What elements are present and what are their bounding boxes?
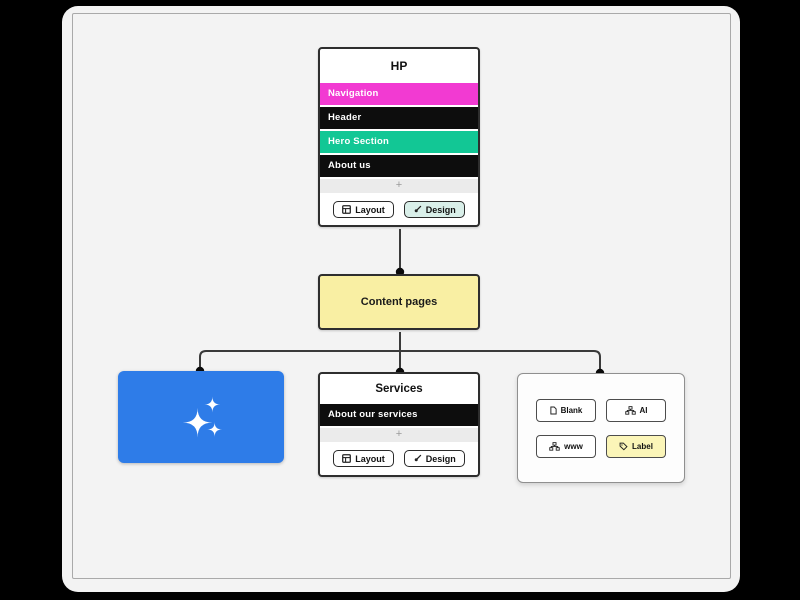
- section-row-about-our-services[interactable]: About our services: [320, 404, 478, 426]
- layout-button-label: Layout: [355, 453, 385, 464]
- section-row-hero-section[interactable]: Hero Section: [320, 131, 478, 153]
- design-button-label: Design: [425, 453, 456, 464]
- layout-button[interactable]: Layout: [333, 450, 394, 467]
- page-node-services[interactable]: Services About our services + Layout Des…: [318, 372, 480, 477]
- add-section-button[interactable]: +: [320, 179, 478, 193]
- canvas-border: [72, 13, 731, 579]
- sparkles-icon: [176, 392, 226, 442]
- blank-button-label: Blank: [560, 406, 583, 415]
- label-button[interactable]: Label: [606, 435, 666, 458]
- blank-page-icon: [549, 406, 557, 415]
- page-title: HP: [390, 59, 408, 73]
- design-button[interactable]: Design: [403, 201, 465, 218]
- content-pages-label: Content pages: [360, 296, 438, 308]
- node-actions: Layout Design: [320, 450, 478, 467]
- page-node-content-pages[interactable]: Content pages: [318, 274, 480, 330]
- design-brush-icon: [413, 454, 422, 463]
- ai-button-label: AI: [639, 406, 648, 415]
- ai-page-button[interactable]: AI: [606, 399, 666, 422]
- section-row-navigation[interactable]: Navigation: [320, 83, 478, 105]
- design-button[interactable]: Design: [403, 450, 465, 467]
- design-button-label: Design: [425, 204, 456, 215]
- add-section-button[interactable]: +: [320, 428, 478, 442]
- sitemap-icon: [624, 406, 636, 415]
- www-button-label: www: [564, 442, 583, 451]
- section-row-header[interactable]: Header: [320, 107, 478, 129]
- www-page-button[interactable]: www: [536, 435, 596, 458]
- page-title: Services: [375, 383, 423, 395]
- label-button-label: Label: [632, 442, 653, 451]
- ai-generate-card[interactable]: [118, 371, 284, 463]
- layout-button[interactable]: Layout: [333, 201, 394, 218]
- new-page-picker: Blank AI www Label: [517, 373, 685, 483]
- blank-page-button[interactable]: Blank: [536, 399, 596, 422]
- layout-grid-icon: [342, 454, 352, 463]
- tag-icon: [619, 442, 628, 451]
- sitemap-icon: [549, 442, 560, 451]
- page-node-hp[interactable]: HP Navigation Header Hero Section About …: [318, 47, 480, 227]
- layout-grid-icon: [342, 205, 352, 214]
- node-actions: Layout Design: [320, 201, 478, 218]
- layout-button-label: Layout: [355, 204, 385, 215]
- design-brush-icon: [413, 205, 422, 214]
- section-row-about-us[interactable]: About us: [320, 155, 478, 177]
